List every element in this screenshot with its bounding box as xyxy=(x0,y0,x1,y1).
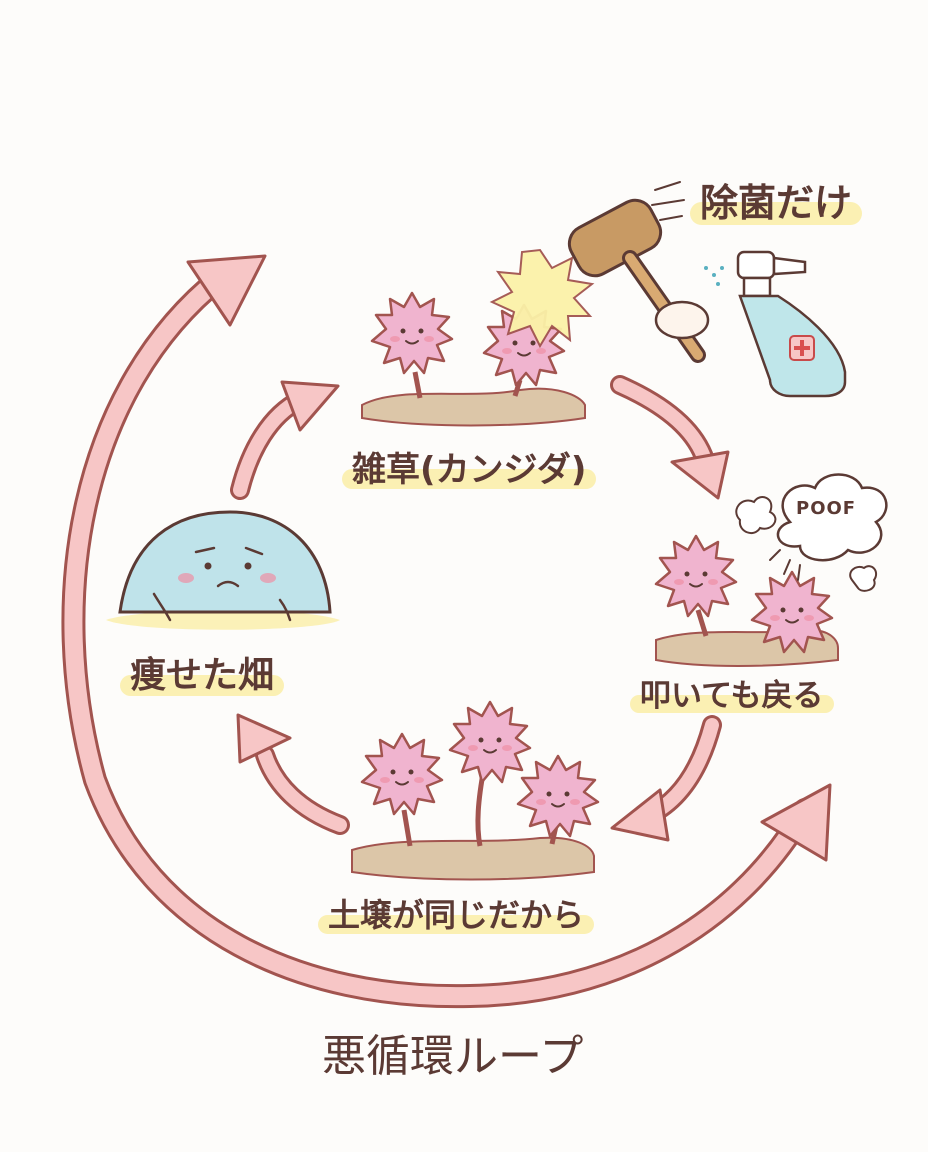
label-loop: 悪循環ループ xyxy=(322,1020,583,1084)
label-barren-text: 痩せた畑 xyxy=(130,655,275,696)
outer-loop-arrow xyxy=(61,254,832,1009)
bottom-weeds xyxy=(351,700,600,881)
label-knock-back: 叩いても戻る xyxy=(630,670,834,715)
spray-bottle-icon xyxy=(704,250,847,398)
inner-arrow-knock-to-soil xyxy=(610,715,722,842)
weed-character-icon xyxy=(360,732,444,816)
weed-character-icon xyxy=(370,291,454,375)
label-same-soil: 土壌が同じだから xyxy=(318,890,595,936)
label-barren: 痩せた畑 xyxy=(120,646,285,698)
top-weeds xyxy=(361,248,595,427)
weed-character-icon xyxy=(750,570,834,654)
inner-arrow-barren-to-weeds xyxy=(230,380,340,500)
inner-arrow-soil-to-barren xyxy=(236,713,350,835)
inner-arrow-weeds-to-knock xyxy=(610,375,730,500)
label-same-soil-text: 土壌が同じだから xyxy=(328,896,585,934)
weed-character-icon xyxy=(516,754,600,838)
label-loop-text: 悪循環ループ xyxy=(322,1031,584,1082)
label-weeds-text: 雑草(カンジダ) xyxy=(352,450,587,490)
label-knock-back-text: 叩いても戻る xyxy=(640,678,824,714)
weed-character-icon xyxy=(448,700,532,784)
mallet-icon xyxy=(567,181,710,363)
weed-character-icon xyxy=(654,534,738,618)
label-weeds: 雑草(カンジダ) xyxy=(342,442,597,491)
label-disinfect-text: 除菌だけ xyxy=(700,181,853,225)
label-disinfect: 除菌だけ xyxy=(690,172,863,227)
poof-cloud-icon xyxy=(735,473,888,592)
knocked-weeds xyxy=(654,473,888,667)
poof-text: POOF xyxy=(796,498,857,519)
dome-character-icon xyxy=(106,510,340,630)
